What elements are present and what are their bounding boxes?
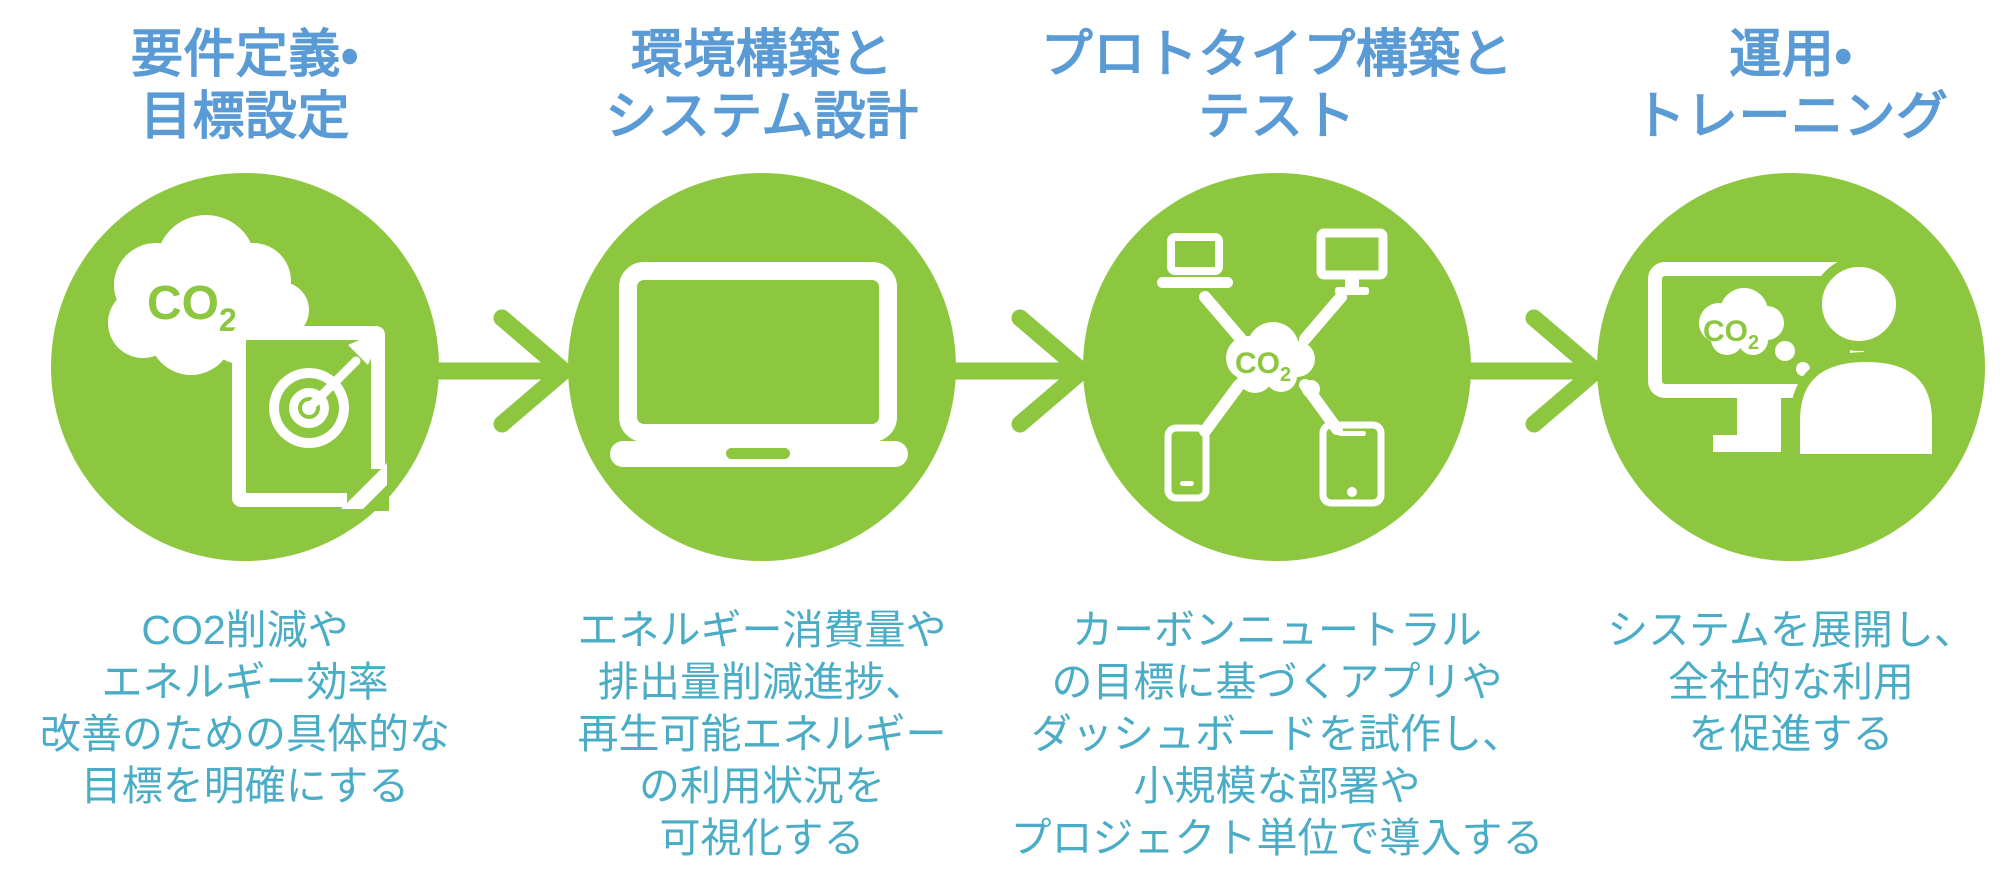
right-arrow-icon (430, 309, 572, 433)
step-description-line: を促進する (1688, 711, 1894, 757)
step-description-line: 小規模な部署や (1133, 763, 1421, 809)
step-icon-circle (568, 173, 956, 561)
step-title: プロトタイプ構築と テスト (967, 24, 1587, 148)
step-description-line: 可視化する (659, 815, 865, 861)
step-description-line: CO2削減や (141, 607, 349, 653)
step-icon-circle: CO2 (51, 173, 439, 561)
step-title-line: 環境構築と (630, 26, 894, 84)
step-description-line: 再生可能エネルギー (577, 711, 947, 757)
step-description: カーボンニュートラル の目標に基づくアプリや ダッシュボードを試作し、 小規模な… (967, 604, 1587, 864)
step-description-line: エネルギー効率 (101, 659, 389, 705)
right-arrow-icon (1462, 309, 1604, 433)
step-title-line: 目標設定 (139, 88, 350, 146)
smartphone-icon (1164, 424, 1210, 502)
step-description-line: エネルギー消費量や (577, 607, 947, 653)
co2-cloud-device-network-icon: CO2 (1157, 228, 1388, 507)
step-icon-circle: CO2 (1597, 173, 1985, 561)
step-title-line: 運用・ (1729, 26, 1853, 84)
step-description-line: カーボンニュートラル (1072, 607, 1482, 653)
step-title: 運用・ トレーニング (1481, 24, 2000, 148)
right-arrow-icon (948, 309, 1090, 433)
co2-label: CO2 (1703, 315, 1759, 354)
step-description: CO2削減や エネルギー効率 改善のための具体的な 目標を明確にする (0, 604, 555, 812)
step-title-line: テスト (1198, 88, 1356, 146)
step-description-line: の利用状況を (639, 763, 885, 809)
step-description-line: 全社的な利用 (1668, 659, 1914, 705)
tablet-icon (1319, 421, 1385, 507)
step-description-line: 排出量削減進捗、 (598, 659, 926, 705)
co2-cloud-and-target-document-icon: CO2 (108, 215, 389, 511)
step-title: 環境構築と システム設計 (452, 24, 1072, 148)
co2-label: CO2 (147, 277, 237, 338)
step-title: 要件定義・ 目標設定 (0, 24, 555, 148)
step-icon-circle: CO2 (1083, 173, 1471, 561)
step-title-line: トレーニング (1633, 88, 1949, 146)
step-description-line: 目標を明確にする (80, 763, 410, 809)
desktop-monitor-icon (1316, 228, 1388, 295)
step-title-line: プロトタイプ構築と (1040, 26, 1514, 84)
step-description-line: 改善のための具体的な (40, 711, 450, 757)
step-description-line: システムを展開し、 (1607, 607, 1975, 653)
laptop-icon (1157, 233, 1233, 288)
step-description-line: ダッシュボードを試作し、 (1031, 711, 1523, 757)
step-description-line: の目標に基づくアプリや (1051, 659, 1503, 705)
step-description-line: プロジェクト単位で導入する (1010, 815, 1544, 861)
laptop-icon (610, 262, 908, 467)
monitor-co2-and-trainee-person-icon: CO2 (1648, 257, 1942, 464)
co2-label: CO2 (1235, 347, 1291, 386)
step-description: エネルギー消費量や 排出量削減進捗、 再生可能エネルギー の利用状況を 可視化す… (452, 604, 1072, 864)
step-title-line: 要件定義・ (130, 26, 360, 84)
step-title-line: システム設計 (605, 88, 919, 146)
person-icon (1790, 257, 1942, 464)
step-description: システムを展開し、 全社的な利用 を促進する (1481, 604, 2000, 760)
